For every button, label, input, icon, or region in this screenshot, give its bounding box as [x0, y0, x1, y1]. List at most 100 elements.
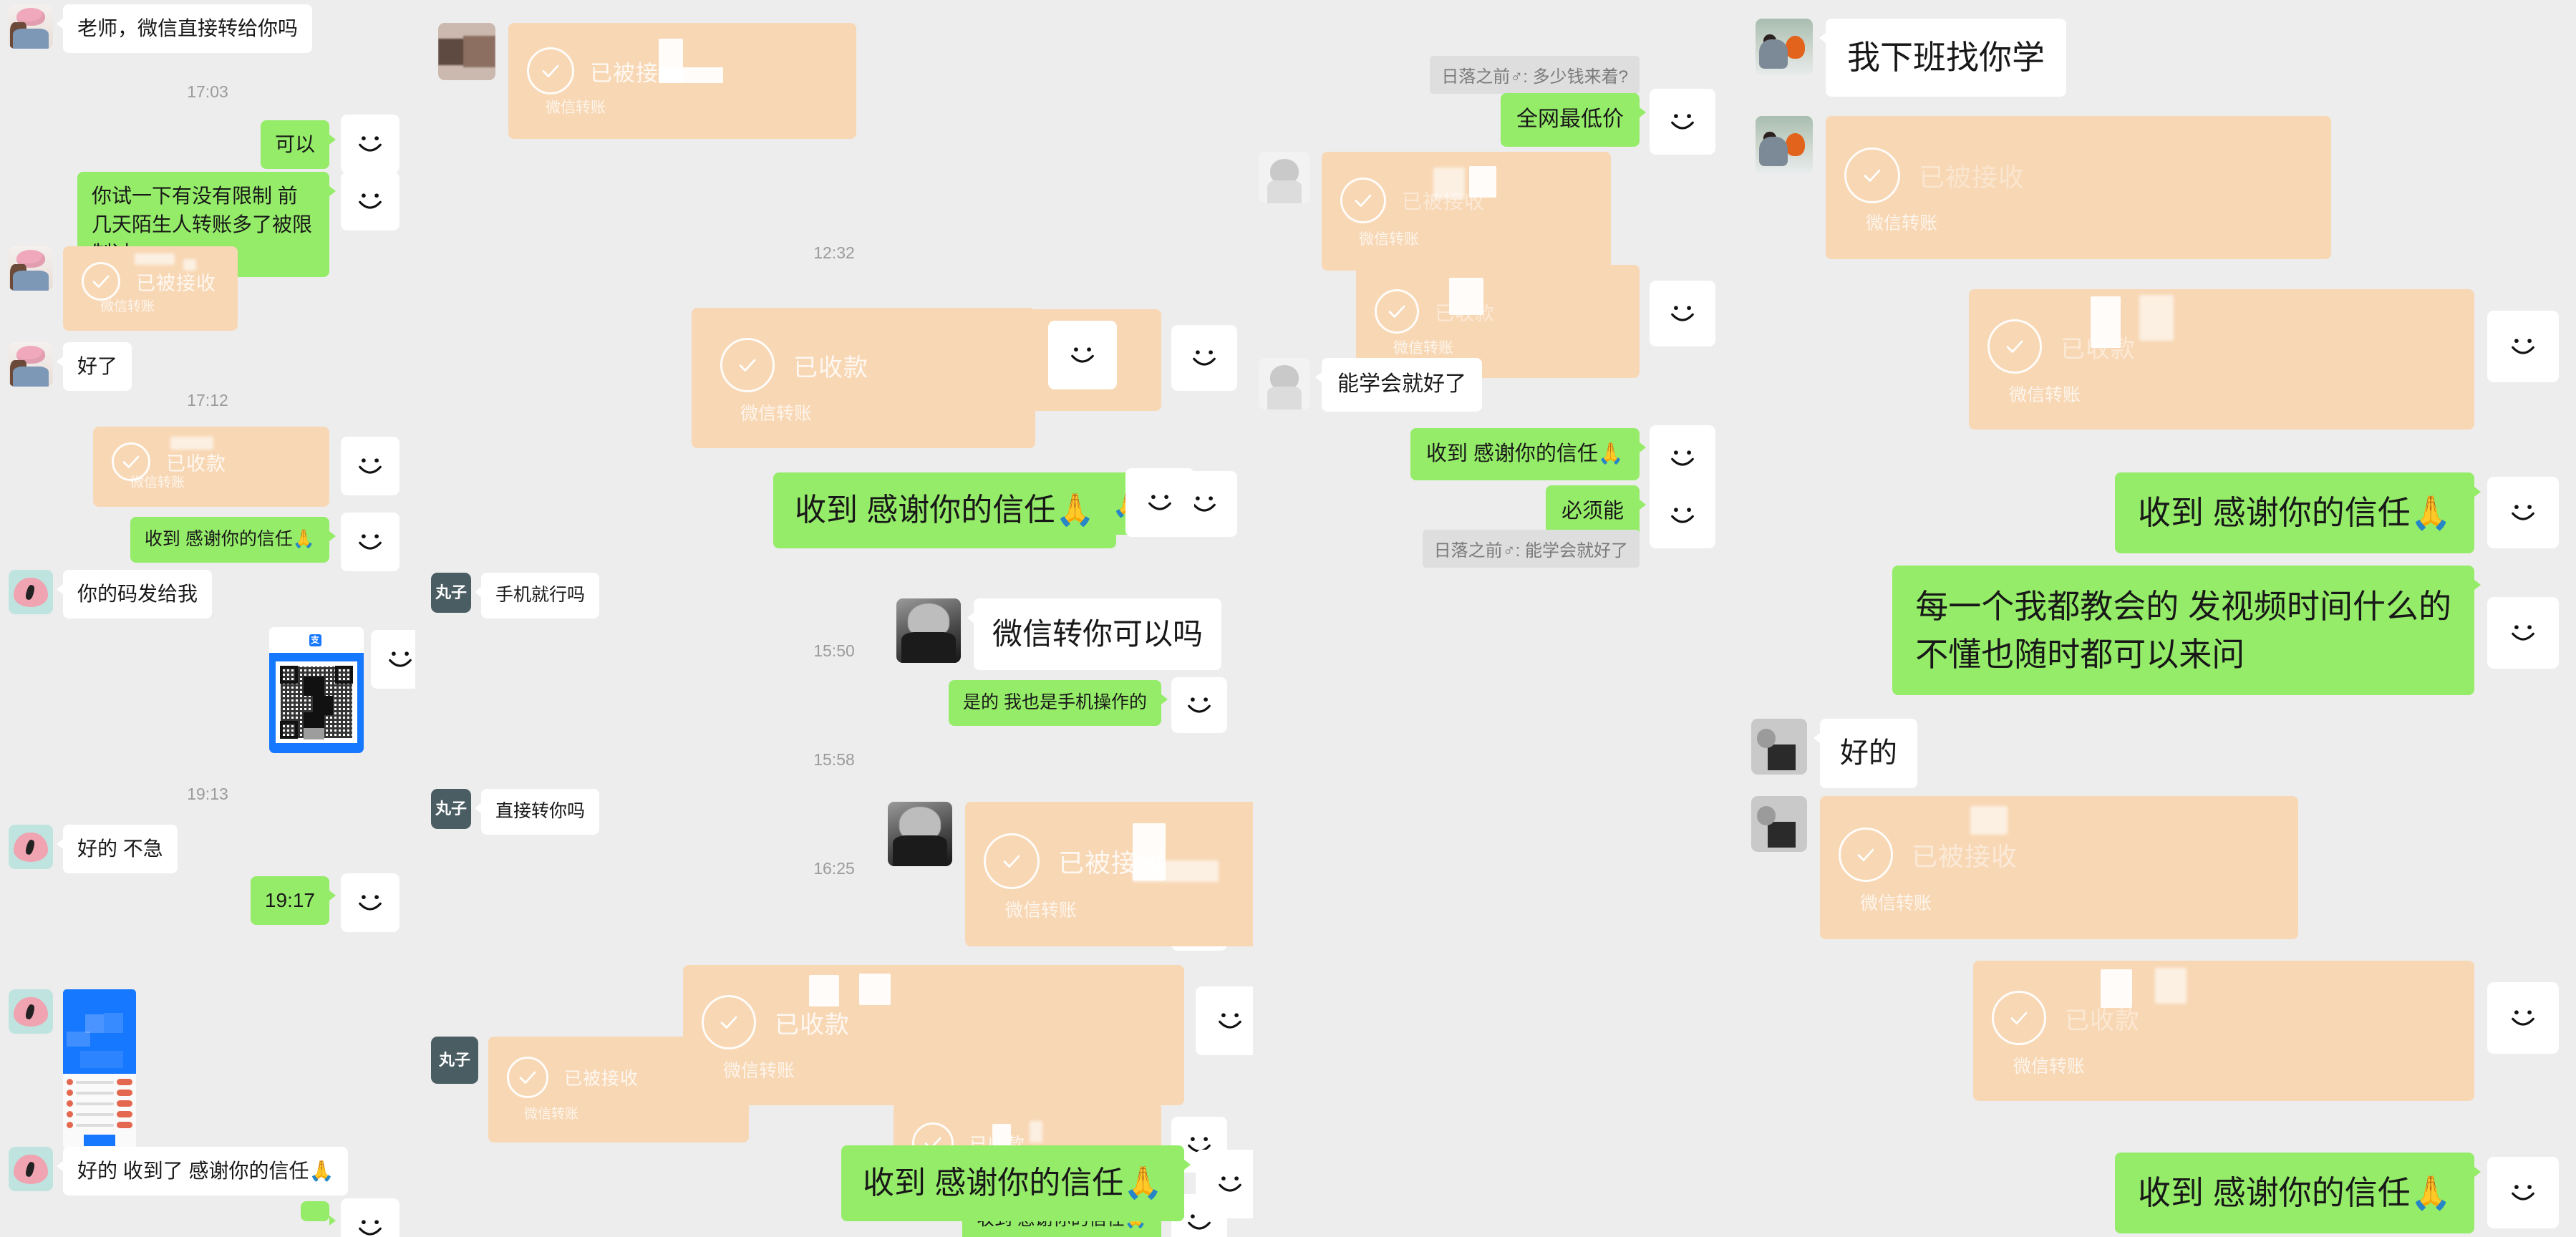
avatar[interactable] [9, 246, 53, 291]
message-bubble[interactable]: 是的 我也是手机操作的 [949, 680, 1168, 726]
avatar[interactable] [9, 1147, 53, 1191]
message-row[interactable]: 微信转你可以吗 [896, 598, 1222, 670]
smiley-reaction-icon[interactable] [2487, 1157, 2559, 1228]
smiley-reaction-icon[interactable] [371, 630, 415, 689]
avatar[interactable] [9, 4, 53, 49]
smiley-reaction-icon[interactable] [1650, 482, 1715, 548]
transfer-card[interactable]: 已收款 微信转账 [1969, 289, 2474, 430]
message-bubble[interactable]: 全网最低价 [1501, 93, 1646, 147]
message-row[interactable]: 老师，微信直接转给你吗 [9, 4, 313, 53]
message-bubble[interactable]: 收到 感谢你的信任🙏 [2114, 472, 2481, 554]
smiley-reaction-icon[interactable] [341, 115, 400, 173]
message-row[interactable]: 收到 感谢你的信任🙏 [130, 513, 400, 571]
message-row[interactable]: 收到 感谢你的信任🙏 [773, 468, 1194, 549]
message-bubble[interactable]: 你的码发给我 [56, 570, 213, 618]
message-row[interactable]: 每一个我都教会的 发视频时间什么的 不懂也随时都可以来问 [1892, 566, 2559, 696]
message-row[interactable]: 已被接收 微信转账 [438, 23, 856, 139]
smiley-reaction-icon[interactable] [2487, 477, 2559, 548]
message-row[interactable]: 可以 [260, 115, 400, 173]
quoted-message[interactable]: 日落之前♂: 多少钱来着? [1430, 56, 1640, 94]
avatar[interactable] [9, 989, 53, 1034]
avatar[interactable]: 丸子 [431, 789, 471, 829]
avatar[interactable] [888, 802, 952, 866]
smiley-reaction-icon[interactable] [1048, 321, 1117, 389]
smiley-reaction-icon[interactable] [1196, 986, 1253, 1055]
message-row[interactable]: 好的 不急 [9, 825, 178, 873]
message-bubble[interactable]: 直接转你吗 [474, 789, 600, 835]
message-row[interactable]: 19:17 [250, 873, 400, 932]
message-row[interactable]: 你的码发给我 [9, 570, 213, 618]
transfer-card[interactable]: 已被接收 微信转账 [965, 802, 1253, 946]
message-row[interactable]: 全网最低价 [1501, 89, 1715, 155]
message-row[interactable]: 已收款 微信转账 [692, 308, 1117, 448]
avatar[interactable] [1751, 796, 1807, 852]
message-bubble[interactable]: 收到 感谢你的信任🙏 [841, 1145, 1191, 1222]
message-bubble[interactable]: 老师，微信直接转给你吗 [56, 4, 313, 53]
message-row[interactable]: 已被接收 微信转账 [1259, 152, 1611, 271]
avatar[interactable] [1756, 19, 1813, 76]
smiley-reaction-icon[interactable] [341, 437, 400, 495]
smiley-reaction-icon[interactable] [341, 513, 400, 571]
quoted-message[interactable]: 日落之前♂: 能学会就好了 [1422, 530, 1640, 568]
message-bubble[interactable]: 收到 感谢你的信任🙏 [2114, 1153, 2481, 1234]
message-row[interactable]: 收到 感谢你的信任🙏 [2114, 472, 2559, 554]
message-row[interactable]: 是的 我也是手机操作的 [949, 677, 1227, 733]
message-row[interactable]: 丸子 手机就行吗 [431, 573, 600, 618]
avatar[interactable] [1751, 719, 1807, 775]
message-row[interactable]: 能学会就好了 [1259, 358, 1482, 412]
message-bubble[interactable]: 收到 感谢你的信任🙏 [773, 472, 1123, 549]
avatar[interactable] [9, 570, 53, 614]
smiley-reaction-icon[interactable] [1125, 468, 1194, 537]
smiley-reaction-icon[interactable] [1171, 677, 1227, 733]
message-row[interactable] [9, 989, 53, 1034]
message-bubble[interactable]: 收到 感谢你的信任🙏 [1410, 428, 1647, 481]
message-bubble[interactable]: 能学会就好了 [1315, 358, 1482, 412]
message-row[interactable]: 好的 收到了 感谢你的信任🙏 [9, 1147, 349, 1195]
transfer-card[interactable]: 已被接收 微信转账 [1322, 152, 1611, 271]
message-bubble[interactable]: 好的 收到了 感谢你的信任🙏 [56, 1147, 349, 1195]
smiley-reaction-icon[interactable] [2487, 311, 2559, 382]
transfer-card[interactable]: 已收款 微信转账 [683, 965, 1184, 1105]
message-bubble[interactable] [301, 1201, 336, 1226]
message-row[interactable]: 好了 [9, 342, 132, 391]
chat-screenshot-image[interactable] [63, 989, 136, 1149]
message-row[interactable]: 收到 感谢你的信任🙏 [2114, 1153, 2559, 1234]
transfer-card[interactable]: 已收款 微信转账 [93, 427, 329, 507]
message-bubble[interactable]: 我下班找你学 [1819, 19, 2066, 97]
avatar[interactable]: 丸子 [431, 1037, 478, 1084]
smiley-reaction-icon[interactable] [1650, 281, 1715, 346]
smiley-reaction-icon[interactable] [341, 873, 400, 932]
smiley-reaction-icon[interactable] [1650, 89, 1715, 155]
avatar[interactable] [896, 598, 961, 663]
message-bubble[interactable]: 每一个我都教会的 发视频时间什么的 不懂也随时都可以来问 [1892, 566, 2481, 696]
message-bubble[interactable]: 19:17 [250, 876, 336, 925]
message-row[interactable]: 收到 感谢你的信任🙏 [1410, 425, 1715, 491]
smiley-reaction-icon[interactable] [1650, 425, 1715, 491]
message-row[interactable]: 已收款 微信转账 [1973, 961, 2559, 1101]
transfer-card[interactable]: 已被接收 微信转账 [1826, 116, 2331, 259]
message-row[interactable]: 必须能 [1545, 482, 1715, 548]
smiley-reaction-icon[interactable] [2487, 982, 2559, 1054]
smiley-reaction-icon[interactable] [2487, 597, 2559, 669]
transfer-card[interactable]: 已收款 微信转账 [692, 308, 1035, 448]
avatar[interactable] [438, 23, 495, 80]
smiley-reaction-icon[interactable] [341, 172, 400, 231]
transfer-card[interactable]: 已被接收 微信转账 [1820, 796, 2298, 939]
avatar[interactable] [1259, 358, 1310, 409]
message-bubble[interactable]: 微信转你可以吗 [967, 598, 1222, 670]
message-row[interactable]: 好的 [1751, 719, 1917, 788]
message-row[interactable] [301, 1198, 400, 1237]
message-row[interactable]: 已被接收 微信转账 [9, 246, 238, 331]
smiley-reaction-icon[interactable] [341, 1198, 400, 1237]
message-bubble[interactable]: 好的 [1814, 719, 1917, 788]
message-row[interactable]: 已被接收 微信转账 [888, 802, 1253, 946]
message-bubble[interactable]: 必须能 [1545, 485, 1647, 538]
message-row[interactable]: 已收款 微信转账 [93, 427, 400, 507]
message-row[interactable]: 已收款 微信转账 [1969, 289, 2559, 430]
message-bubble[interactable]: 好的 不急 [57, 825, 178, 873]
smiley-reaction-icon[interactable] [1196, 1150, 1253, 1218]
message-row[interactable]: 丸子 直接转你吗 [431, 789, 600, 835]
transfer-card[interactable]: 已被接收 微信转账 [508, 23, 856, 139]
transfer-card[interactable]: 已收款 微信转账 [1973, 961, 2474, 1101]
message-row[interactable]: 收到 感谢你的信任🙏 [841, 1145, 1253, 1222]
